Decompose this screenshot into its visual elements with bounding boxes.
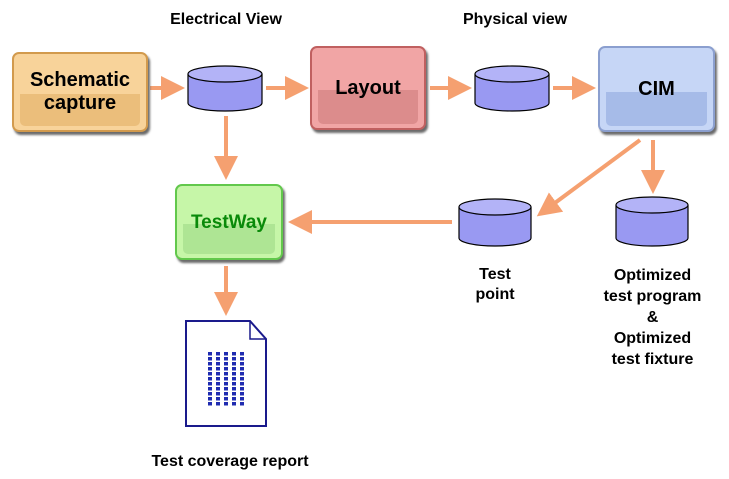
document-bar: [216, 362, 220, 366]
document-bar: [240, 367, 244, 371]
document-bar: [208, 352, 212, 356]
document-bar: [216, 397, 220, 401]
optimized-line3: &: [646, 309, 659, 326]
document-bar: [224, 382, 228, 386]
report-label: Test coverage report: [151, 453, 309, 470]
document-bar: [208, 402, 212, 406]
document-bar: [232, 377, 236, 381]
document-bar: [232, 357, 236, 361]
test-point-line2: point: [475, 286, 515, 303]
document-bar: [232, 397, 236, 401]
document-icon: [185, 320, 267, 427]
document-bar: [232, 352, 236, 356]
physical-view-heading: Physical view: [462, 11, 568, 28]
document-bar: [232, 392, 236, 396]
optimized-line2: test program: [603, 288, 702, 305]
schematic-capture-label: Schematic capture: [30, 69, 130, 115]
database-icon-physical: [474, 65, 550, 112]
document-bar: [224, 372, 228, 376]
document-bar: [240, 402, 244, 406]
document-bar: [208, 382, 212, 386]
document-bar: [240, 372, 244, 376]
schematic-capture-box: Schematic capture: [12, 52, 148, 132]
document-bar: [224, 397, 228, 401]
document-bar: [240, 387, 244, 391]
document-bar: [224, 377, 228, 381]
layout-box: Layout: [310, 46, 426, 130]
testway-label: TestWay: [190, 211, 268, 233]
test-point-label: Test point: [450, 265, 540, 305]
document-bar: [208, 377, 212, 381]
document-bar: [208, 387, 212, 391]
document-bar: [240, 382, 244, 386]
cim-label: CIM: [638, 77, 675, 100]
document-bar: [240, 392, 244, 396]
database-icon-test-point: [458, 198, 532, 247]
document-bar: [224, 352, 228, 356]
document-bar: [240, 352, 244, 356]
document-bar: [208, 372, 212, 376]
document-bar: [208, 362, 212, 366]
document-bar: [208, 392, 212, 396]
document-bar: [232, 382, 236, 386]
document-bar: [232, 387, 236, 391]
testway-box: TestWay: [175, 184, 283, 260]
document-bar: [216, 357, 220, 361]
document-bar: [232, 372, 236, 376]
database-icon-electrical: [187, 65, 263, 112]
database-icon-optimized: [615, 196, 689, 247]
document-bar: [208, 397, 212, 401]
document-bar: [208, 367, 212, 371]
document-bar: [240, 377, 244, 381]
schematic-label-line1: Schematic: [29, 69, 131, 91]
document-bar: [216, 402, 220, 406]
document-bar: [224, 387, 228, 391]
optimized-label: Optimized test program & Optimized test …: [580, 265, 725, 370]
document-bar: [232, 362, 236, 366]
document-text-bars: [208, 352, 244, 406]
electrical-view-heading: Electrical View: [170, 11, 282, 28]
cim-box: CIM: [598, 46, 715, 132]
document-bar: [224, 362, 228, 366]
document-bar: [240, 362, 244, 366]
document-bar: [232, 367, 236, 371]
document-bar: [224, 402, 228, 406]
optimized-line5: test fixture: [611, 351, 694, 368]
document-bar: [216, 392, 220, 396]
document-bar: [216, 387, 220, 391]
document-bar: [216, 352, 220, 356]
document-bar: [216, 372, 220, 376]
schematic-label-line2: capture: [43, 92, 117, 114]
document-bar: [224, 357, 228, 361]
layout-label: Layout: [335, 76, 401, 99]
optimized-line4: Optimized: [613, 330, 692, 347]
arrow-cim-to-test-point: [536, 138, 642, 217]
document-bar: [232, 402, 236, 406]
document-bar: [224, 367, 228, 371]
document-bar: [216, 367, 220, 371]
document-bar: [216, 377, 220, 381]
document-bar: [240, 397, 244, 401]
document-bar: [208, 357, 212, 361]
document-bar: [224, 392, 228, 396]
document-bar: [240, 357, 244, 361]
optimized-line1: Optimized: [613, 267, 692, 284]
test-point-line1: Test: [479, 266, 511, 283]
document-bar: [216, 382, 220, 386]
